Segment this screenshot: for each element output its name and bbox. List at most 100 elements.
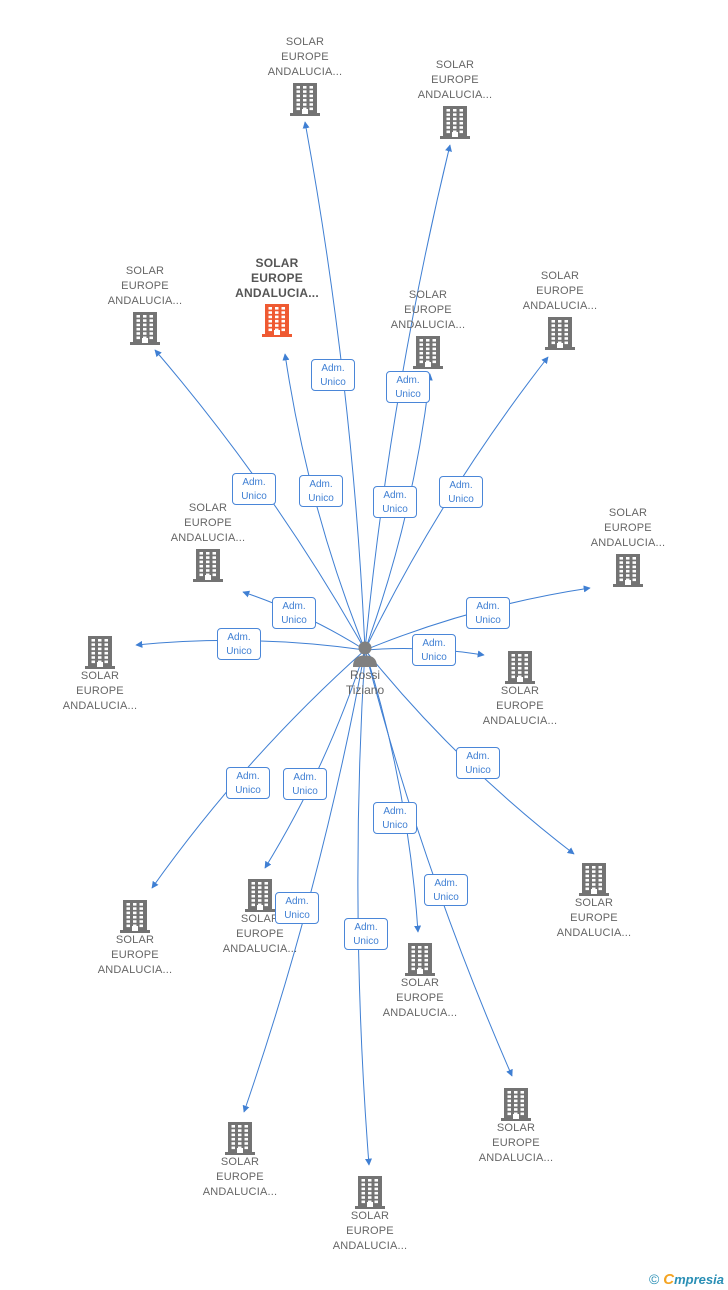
edge-role-label[interactable]: Adm. Unico xyxy=(311,359,355,391)
role-line-1: Adm. xyxy=(242,477,266,488)
edge-role-label[interactable]: Adm.Unico xyxy=(283,768,327,800)
building-icon xyxy=(193,549,223,582)
person-name: Rossi Tiziano xyxy=(345,668,385,697)
role-line-1: Adm. xyxy=(227,632,251,643)
edge-role-label[interactable]: Adm. Unico xyxy=(466,597,510,629)
role-line-2: Unico xyxy=(241,491,267,502)
role-line-1: Adm. xyxy=(396,375,420,386)
role-line-1: Adm. xyxy=(321,363,345,374)
role-line-2: Unico xyxy=(448,494,474,505)
role-line-1: Adm. xyxy=(383,806,407,817)
role-line-1: Adm. xyxy=(309,479,333,490)
role-line-1: Adm. xyxy=(236,771,260,782)
edge-role-label[interactable]: Adm. Unico xyxy=(232,473,276,505)
empresia-brand[interactable]: © C mpresia xyxy=(649,1268,724,1290)
role-line-1: Adm. xyxy=(383,490,407,501)
edge-role-label[interactable]: Adm. Unico xyxy=(424,874,468,906)
building-icon xyxy=(440,106,470,139)
building-icon xyxy=(290,83,320,116)
role-line-2: Unico xyxy=(281,615,307,626)
building-icon xyxy=(545,317,575,350)
edge-role-label[interactable]: Adm. Unico xyxy=(412,634,456,666)
role-line-1: Adm. xyxy=(449,480,473,491)
role-line-1: Adm. xyxy=(434,878,458,889)
edge-role-label[interactable]: Adm.Unico xyxy=(299,475,343,507)
role-line-2: Unico xyxy=(421,652,447,663)
role-line-2: Unico xyxy=(226,646,252,657)
edge-line-11 xyxy=(151,649,366,889)
edge-role-label[interactable]: Adm. Unico xyxy=(275,892,319,924)
edge-role-label[interactable]: Adm. Unico xyxy=(217,628,261,660)
role-line-1: Adm. xyxy=(466,751,490,762)
role-line-2: Unico xyxy=(465,765,491,776)
edge-role-label[interactable]: Adm. Unico xyxy=(373,486,417,518)
role-line-2: Unico xyxy=(320,377,346,388)
building-icon xyxy=(262,304,292,337)
role-line-2: Unico xyxy=(475,615,501,626)
building-icon xyxy=(505,651,535,684)
building-icon xyxy=(413,336,443,369)
role-line-1: Adm. xyxy=(476,601,500,612)
person-icon xyxy=(353,641,377,667)
edge-role-label[interactable]: Adm.Unico xyxy=(344,918,388,950)
role-line-1: Adm. xyxy=(285,896,309,907)
role-line-2: Unico xyxy=(284,910,310,921)
building-icon xyxy=(501,1088,531,1121)
role-line-1: Adm. xyxy=(422,638,446,649)
person-node-rossi-tiziano[interactable]: Rossi Tiziano xyxy=(335,638,395,698)
edge-line-16 xyxy=(242,649,366,1113)
edge-line-17 xyxy=(357,649,373,1166)
brand-logo-letter: C xyxy=(663,1270,675,1288)
edge-role-label[interactable]: Adm. Unico xyxy=(386,371,430,403)
edge-role-label[interactable]: Adm. Unico xyxy=(373,802,417,834)
edge-line-15 xyxy=(364,649,513,1077)
building-icon xyxy=(405,943,435,976)
brand-name: mpresia xyxy=(674,1271,724,1287)
edge-role-label[interactable]: Adm. Unico xyxy=(439,476,483,508)
role-line-1: Adm. xyxy=(354,922,378,933)
role-line-1: Adm. xyxy=(293,772,317,783)
role-line-2: Unico xyxy=(382,504,408,515)
edge-role-label[interactable]: Adm. Unico xyxy=(456,747,500,779)
role-line-2: Unico xyxy=(395,389,421,400)
edge-line-14 xyxy=(364,649,422,933)
role-line-2: Unico xyxy=(433,892,459,903)
building-icon xyxy=(245,879,275,912)
edge-role-label[interactable]: Adm.Unico xyxy=(226,767,270,799)
role-line-2: Unico xyxy=(382,820,408,831)
building-icon xyxy=(225,1122,255,1155)
edge-role-label[interactable]: Adm.Unico xyxy=(272,597,316,629)
